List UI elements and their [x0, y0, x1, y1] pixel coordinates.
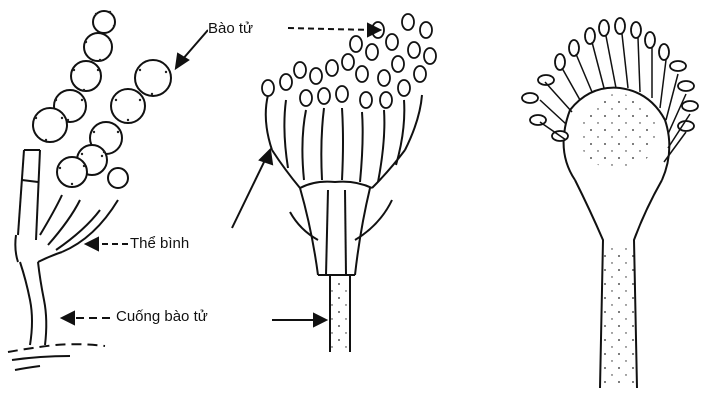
right-stalk-texture	[604, 245, 634, 385]
label-phialide: Thể bình	[130, 235, 189, 253]
left-spore-chain	[33, 11, 171, 188]
middle-stalk-texture	[331, 280, 349, 350]
label-spore: Bào tử	[208, 20, 253, 38]
label-conidiophore: Cuống bào tử	[116, 308, 208, 326]
vesicle-texture	[578, 94, 658, 170]
